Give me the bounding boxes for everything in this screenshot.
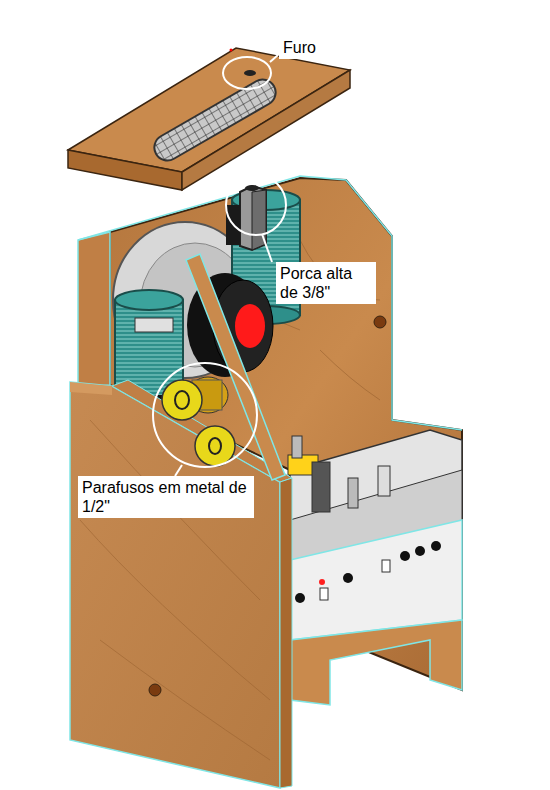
callout-label: Porca alta de 3/8" — [276, 262, 376, 304]
callout-label: Furo — [279, 36, 339, 59]
callout-label: Parafusos em metal de 1/2" — [78, 476, 254, 518]
